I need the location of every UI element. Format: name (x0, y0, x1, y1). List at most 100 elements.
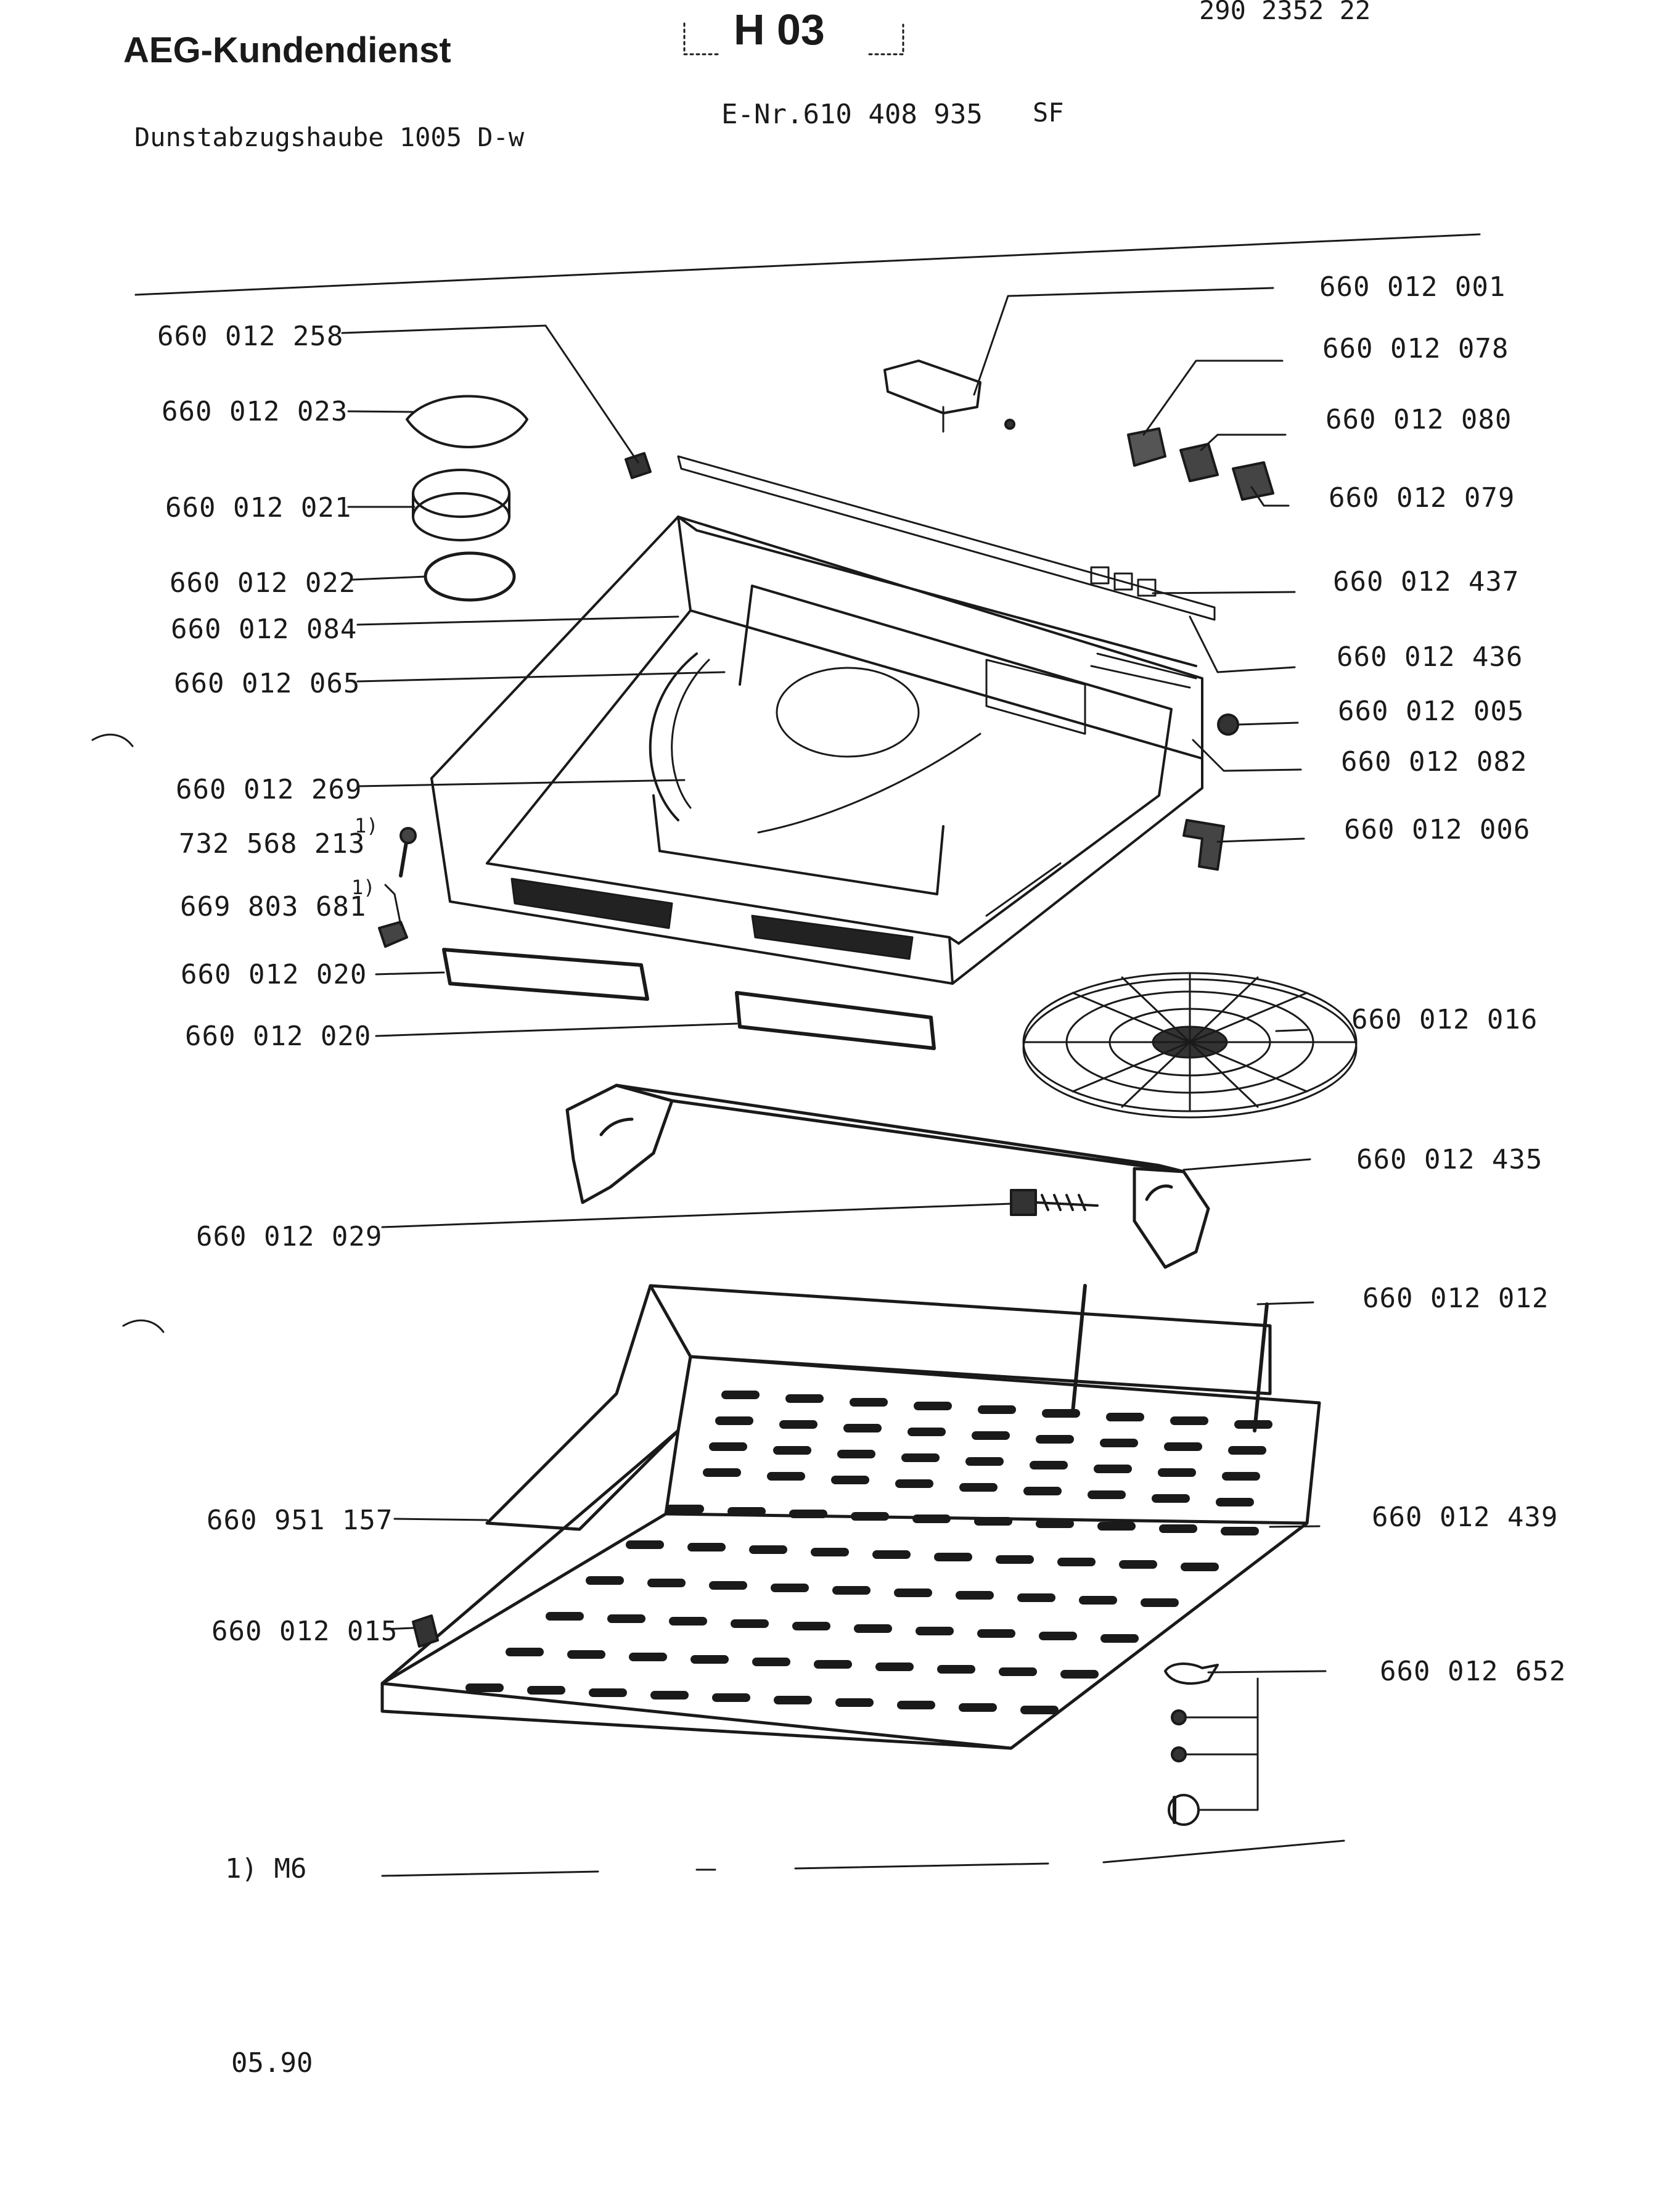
filter-slot (831, 1476, 869, 1484)
footnote-rule (381, 1839, 1345, 1877)
filter-frame-020b (735, 991, 936, 1050)
mounting-rail-435 (565, 1083, 1210, 1269)
filter-slot (897, 1701, 935, 1709)
filter-slot (1159, 1524, 1197, 1533)
filter-slot (527, 1686, 565, 1695)
e-number: E-Nr.610 408 935 (721, 99, 983, 130)
filter-slot (914, 1402, 952, 1410)
filter-opening-left (510, 877, 673, 929)
filter-tray-439 (380, 1355, 1321, 1750)
lamp-glass-022 (424, 551, 516, 602)
filter-slot (1088, 1490, 1126, 1499)
filter-slot (1036, 1519, 1074, 1528)
filter-opening-right (751, 914, 914, 960)
clip-258 (625, 452, 652, 479)
filter-slot (854, 1624, 892, 1633)
header-rule (134, 233, 1481, 296)
filter-slot (850, 1398, 888, 1407)
filter-slot (1152, 1494, 1190, 1503)
part-label-439: 660 012 439 (1372, 1502, 1559, 1533)
filter-slots (465, 1391, 1272, 1714)
filter-slot (647, 1579, 686, 1587)
filter-slot (908, 1428, 946, 1436)
filter-slot (1221, 1527, 1259, 1535)
switch-panel (1090, 566, 1157, 597)
filter-slot (959, 1483, 998, 1492)
filter-slot (465, 1683, 504, 1692)
part-label-079: 660 012 079 (1329, 482, 1515, 514)
filter-slot (999, 1667, 1037, 1676)
filter-slot (687, 1543, 726, 1551)
section-code-bracket (683, 22, 904, 55)
filter-slot (894, 1588, 932, 1597)
filter-slot (690, 1655, 729, 1664)
screw-732 (399, 837, 409, 877)
filter-slot (875, 1662, 914, 1671)
footnote-text: 1) M6 (225, 1853, 307, 1884)
bolt-029 (1010, 1189, 1099, 1216)
filter-slot (1036, 1435, 1074, 1444)
support-rod-012b (1253, 1302, 1269, 1432)
filter-slot (789, 1510, 827, 1518)
hood-body (430, 516, 1203, 985)
filter-slot (835, 1698, 874, 1707)
filter-slot (901, 1453, 940, 1462)
hardware-set-652 (1164, 1662, 1219, 1826)
filter-slot (977, 1629, 1015, 1638)
filter-slot (1164, 1442, 1202, 1451)
bracket-001 (883, 360, 981, 414)
brand-title: AEG-Kundendienst (123, 30, 451, 70)
filter-slot (703, 1468, 741, 1477)
filter-slot (1023, 1487, 1062, 1495)
filter-slot (1181, 1563, 1219, 1571)
filter-slot (974, 1517, 1012, 1526)
filter-slot (811, 1548, 849, 1556)
lamp-ring-021 (412, 469, 510, 541)
filter-slot (1100, 1439, 1138, 1447)
filter-slot (1222, 1472, 1260, 1481)
filter-slot (709, 1442, 747, 1451)
filter-slot (1097, 1522, 1136, 1531)
filter-slot (814, 1660, 852, 1669)
part-label-022: 660 012 022 (170, 567, 356, 599)
filter-slot (712, 1693, 750, 1702)
part-label-012: 660 012 012 (1362, 1283, 1549, 1314)
part-label-023: 660 012 023 (162, 396, 348, 427)
filter-slot (1216, 1498, 1254, 1506)
filter-slot (709, 1581, 747, 1590)
filter-slot (589, 1688, 627, 1697)
filter-slot (792, 1622, 830, 1630)
filter-slot (912, 1514, 951, 1523)
part-label-020b: 660 012 020 (185, 1021, 372, 1052)
footnote-marker-732: 1) (354, 814, 379, 837)
filter-slot (1106, 1413, 1144, 1421)
variant-code: SF (1033, 97, 1064, 128)
filter-slot (607, 1614, 645, 1623)
part-label-732: 732 568 213 (179, 828, 366, 860)
filter-slot (895, 1479, 933, 1488)
switch-079 (1232, 461, 1274, 501)
part-label-016: 660 012 016 (1351, 1004, 1538, 1035)
filter-slot (1234, 1420, 1272, 1429)
document-number: 290 2352 22 (1199, 0, 1371, 25)
filter-slot (872, 1550, 911, 1559)
margin-mark-1 (91, 733, 134, 747)
filter-slot (771, 1584, 809, 1592)
part-label-652: 660 012 652 (1380, 1656, 1567, 1687)
part-label-021: 660 012 021 (165, 492, 352, 524)
filter-slot (1228, 1446, 1266, 1455)
filter-slot (546, 1612, 584, 1621)
filter-slot (731, 1619, 769, 1628)
section-code: H 03 (734, 6, 825, 54)
leader-lines (341, 287, 1327, 1811)
filter-slot (1017, 1593, 1055, 1602)
part-label-020a: 660 012 020 (181, 959, 367, 990)
filter-slot (832, 1586, 871, 1595)
filter-slot (586, 1576, 624, 1585)
fan-grille-016 (1022, 972, 1358, 1119)
control-strip (677, 455, 1216, 621)
filter-slot (851, 1512, 889, 1521)
filter-slot (629, 1653, 667, 1661)
filter-slot (1060, 1670, 1099, 1679)
